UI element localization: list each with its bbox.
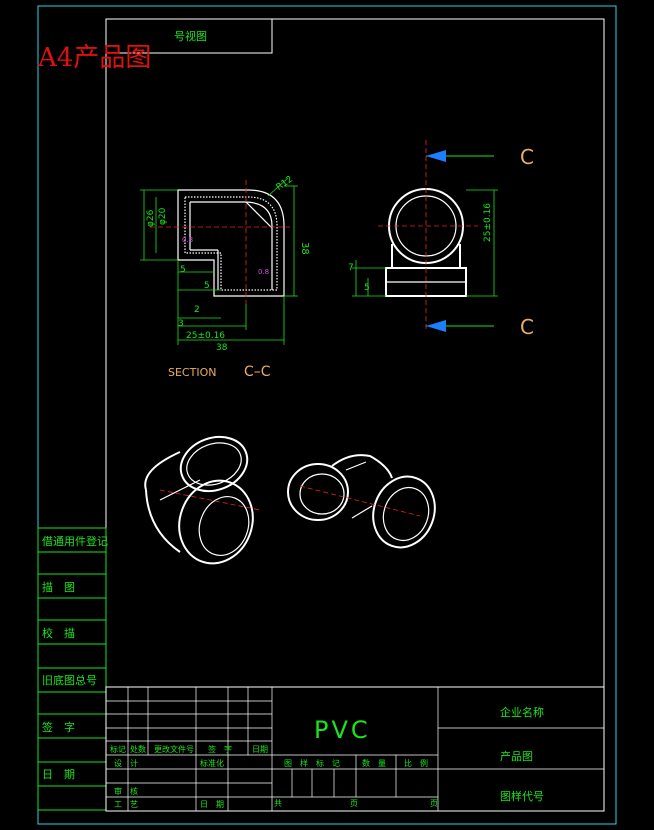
inner-frame <box>105 18 605 812</box>
sheet-total: 共 <box>274 799 282 808</box>
rev-header-0: 标记 <box>110 744 126 754</box>
dim-3: 3 <box>178 319 184 329</box>
iso-view-right <box>287 454 436 549</box>
top-label-box <box>105 18 273 54</box>
stage-header-0: 图 样 标 记 <box>284 758 340 768</box>
panel-label-0: 借通用件登记 <box>42 534 108 548</box>
arrow-top-icon <box>426 150 446 162</box>
arrow-bottom-icon <box>426 320 446 332</box>
panel-label-2: 校 描 <box>42 626 75 640</box>
side-view: 7 5 25±0.16 C C <box>348 140 534 339</box>
stage-header-1: 数 量 <box>362 758 386 768</box>
panel-label-1: 描 图 <box>42 580 75 594</box>
sheet-title: A4产品图 <box>37 43 151 73</box>
dim-2: 2 <box>194 305 200 315</box>
product-name: 产品图 <box>500 749 533 763</box>
rev-header-4: 日期 <box>252 745 268 754</box>
dim-radius: R12 <box>275 175 295 193</box>
row-std: 标准化 <box>200 758 224 768</box>
iso-view-left <box>144 435 261 565</box>
dim-d-outer: φ26 <box>146 209 156 227</box>
sheet-no: 页 <box>350 799 358 808</box>
cut-label-bottom: C <box>520 315 534 339</box>
dim-d-inner: φ20 <box>158 207 168 225</box>
roughness-1: 0.8 <box>182 236 193 244</box>
rev-header-2: 更改文件号 <box>154 744 194 754</box>
row-date: 日 期 <box>200 800 224 809</box>
row-design: 设 计 <box>114 758 138 768</box>
company-name: 企业名称 <box>500 705 544 719</box>
side-dim-5: 5 <box>364 283 370 293</box>
dim-len: 25±0.16 <box>186 331 225 341</box>
section-label: SECTION <box>168 366 216 379</box>
dim-width: 38 <box>216 343 228 353</box>
material-label: PVC <box>314 716 371 744</box>
top-box-label: 号视图 <box>174 29 207 43</box>
dim-5b: 5 <box>204 281 210 291</box>
cut-label-top: C <box>520 145 534 169</box>
sheet-page: 页 <box>430 799 438 808</box>
section-view: φ26 φ20 R12 38 5 5 2 3 25±0.16 38 0.8 0.… <box>140 175 310 380</box>
title-block: 标记 处数 更改文件号 签 字 日期 设 计 标准化 审 核 工 艺 日 期 P… <box>105 686 605 812</box>
stage-header-2: 比 例 <box>404 758 428 768</box>
row-review: 审 核 <box>114 786 138 796</box>
side-dim-7: 7 <box>348 263 354 273</box>
rev-header-1: 处数 <box>130 744 146 754</box>
dim-5a: 5 <box>180 265 186 275</box>
outer-border <box>37 5 617 825</box>
section-cut-label: C–C <box>244 364 271 380</box>
left-side-panel: 借通用件登记 描 图 校 描 旧底图总号 签 字 日 期 <box>37 527 108 811</box>
drawing-code: 图样代号 <box>500 789 544 803</box>
panel-label-5: 日 期 <box>42 768 75 781</box>
panel-label-4: 签 字 <box>42 720 75 734</box>
panel-label-3: 旧底图总号 <box>42 673 97 687</box>
side-dim-len: 25±0.16 <box>483 203 493 242</box>
section-outline <box>177 189 285 297</box>
dim-height: 38 <box>299 242 310 255</box>
row-process: 工 艺 <box>114 800 138 809</box>
roughness-2: 0.8 <box>258 268 269 276</box>
rev-header-3: 签 字 <box>208 744 232 754</box>
